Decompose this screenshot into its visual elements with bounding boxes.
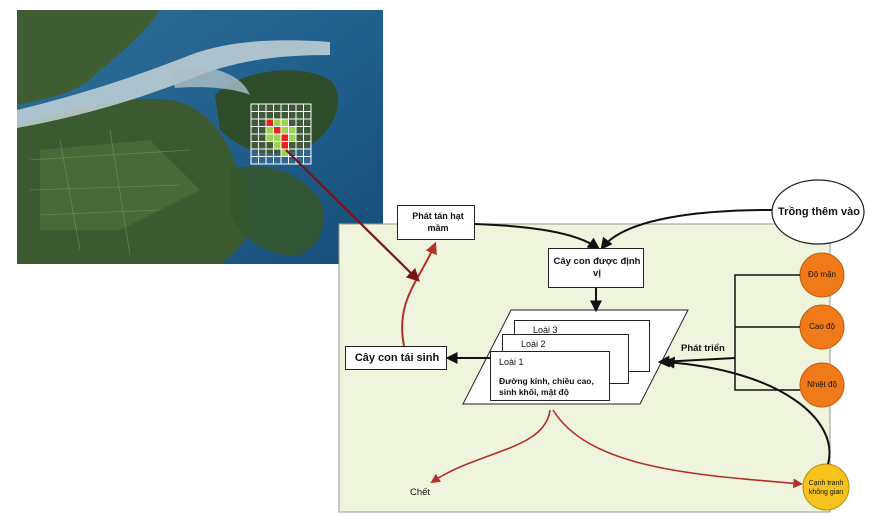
grid-cell — [288, 111, 297, 120]
grid-cell — [303, 148, 312, 157]
grid-cell — [280, 156, 289, 165]
temperature-node — [799, 362, 845, 408]
grid-cell — [303, 133, 312, 142]
grid-cell — [258, 126, 267, 135]
grid-cell — [258, 156, 267, 165]
growth-label: Phát triển — [681, 343, 725, 354]
grid-cell — [288, 118, 297, 127]
grid-cell — [250, 156, 259, 165]
competition-label: Cạnh tranh không gian — [808, 480, 844, 496]
grid-cell — [265, 156, 274, 165]
grid-cell — [280, 141, 289, 150]
grid-cell — [265, 118, 274, 127]
regeneration-box: Cây con tái sinh — [345, 346, 447, 370]
grid-cell — [273, 126, 282, 135]
competition-node — [802, 463, 850, 511]
grid-cell — [303, 103, 312, 112]
grid-cell — [288, 133, 297, 142]
arrow-dispersal-to-seedling — [474, 223, 600, 250]
grid-cell — [265, 111, 274, 120]
seedling-box: Cây con được định vị — [548, 248, 644, 288]
grid-cell — [280, 103, 289, 112]
grid-cell — [265, 141, 274, 150]
arrow-regeneration-to-dispersal — [401, 241, 437, 347]
grid-cell — [288, 126, 297, 135]
grid-cell — [303, 126, 312, 135]
seedling-label: Cây con được định vị — [553, 256, 641, 279]
species-metrics: Đường kính, chiều cao, sinh khối, mật độ — [499, 376, 594, 397]
temperature-label: Nhiệt độ — [807, 380, 837, 389]
regeneration-label: Cây con tái sinh — [354, 352, 440, 364]
grid-cell — [273, 148, 282, 157]
grid-cell — [295, 133, 304, 142]
grid-cell — [280, 133, 289, 142]
planting-label: Trồng thêm vào — [778, 206, 860, 218]
grid-cell — [273, 103, 282, 112]
grid-cell — [265, 103, 274, 112]
grid-cell — [295, 148, 304, 157]
grid-cell — [273, 133, 282, 142]
grid-cell — [265, 133, 274, 142]
elevation-label: Cao độ — [809, 322, 835, 331]
grid-cell — [288, 103, 297, 112]
grid-cell — [258, 141, 267, 150]
grid-cell — [303, 156, 312, 165]
arrow-planting-to-seedling — [600, 209, 773, 250]
dispersal-label: Phát tán hạt mầm — [412, 211, 464, 233]
grid-cell — [250, 118, 259, 127]
salinity-label: Độ mặn — [807, 270, 836, 279]
arrow-to-competition — [552, 409, 803, 489]
grid-cell — [265, 126, 274, 135]
grid-cell — [273, 156, 282, 165]
grid-cell — [295, 118, 304, 127]
grid-cell — [303, 111, 312, 120]
grid-cell — [250, 133, 259, 142]
satellite-image — [17, 10, 383, 264]
species-1-label: Loài 1 — [499, 357, 524, 367]
grid-cell — [258, 133, 267, 142]
grid-cell — [258, 148, 267, 157]
grid-cell — [258, 118, 267, 127]
arrow-grid-to-panel — [285, 149, 420, 282]
grid-cell — [295, 126, 304, 135]
grid-cell — [273, 111, 282, 120]
grid-cell — [280, 126, 289, 135]
grid-cell — [295, 111, 304, 120]
grid-cell — [280, 111, 289, 120]
grid-cell — [303, 141, 312, 150]
grid-cell — [273, 141, 282, 150]
species-1-box: Loài 1 Đường kính, chiều cao, sinh khối,… — [490, 351, 610, 401]
grid-cell — [258, 111, 267, 120]
grid-cell — [250, 126, 259, 135]
grid-cell — [250, 111, 259, 120]
grid-cell — [250, 103, 259, 112]
grid-cell — [258, 103, 267, 112]
death-label: Chết — [410, 487, 431, 498]
grid-cell — [303, 118, 312, 127]
grid-cell — [250, 141, 259, 150]
planting-node — [771, 179, 865, 245]
dispersal-box: Phát tán hạt mầm — [397, 205, 475, 240]
grid-cell — [288, 141, 297, 150]
sample-grid — [250, 103, 312, 165]
grid-cell — [295, 103, 304, 112]
arrow-competition-feedback — [662, 356, 831, 465]
grid-cell — [295, 141, 304, 150]
grid-cell — [280, 118, 289, 127]
grid-cell — [250, 148, 259, 157]
species-2-label: Loài 2 — [521, 339, 546, 349]
arrow-to-death — [430, 409, 551, 484]
grid-cell — [265, 148, 274, 157]
species-3-label: Loài 3 — [533, 325, 558, 335]
grid-cell — [273, 118, 282, 127]
